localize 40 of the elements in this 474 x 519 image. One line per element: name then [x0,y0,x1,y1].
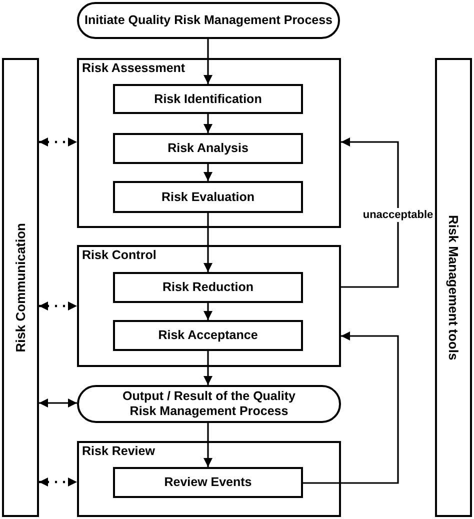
node-label: Risk Reduction [162,280,254,295]
group-box [77,441,341,517]
process-box [113,272,303,303]
arrow [204,164,212,181]
arrow [204,114,212,133]
side-band [2,58,39,517]
arrow [204,213,212,272]
node-label: Output / Result of the Quality Risk Management Process [122,389,296,419]
process-box [113,133,303,164]
terminal-box [77,385,341,423]
group-heading: Risk Control [82,248,156,263]
edge-label: unacceptable [362,208,434,222]
arrow [39,302,77,310]
arrow [303,332,399,484]
group-box [77,245,341,367]
side-band [435,58,472,517]
arrow [204,303,212,320]
process-box [113,320,303,351]
arrow [204,423,212,467]
node-label: Review Events [164,475,252,490]
arrow [204,39,212,84]
arrow [39,478,77,486]
band-label: Risk Management tools [446,214,461,360]
group-box [77,58,341,228]
group-heading: Risk Review [82,444,155,459]
terminal-box [77,2,340,39]
process-box [113,84,303,114]
node-label: Risk Evaluation [161,190,255,204]
band-label: Risk Communication [13,222,28,352]
arrow [204,351,212,385]
process-box [113,467,303,498]
node-label: Risk Acceptance [158,328,258,343]
node-label: Risk Analysis [168,141,248,156]
arrow [39,138,77,146]
arrow [341,138,399,288]
process-box [113,181,303,213]
arrow [39,398,77,408]
group-heading: Risk Assessment [82,61,186,76]
node-label: Initiate Quality Risk Management Process [84,13,332,28]
node-label: Risk Identification [154,92,262,106]
